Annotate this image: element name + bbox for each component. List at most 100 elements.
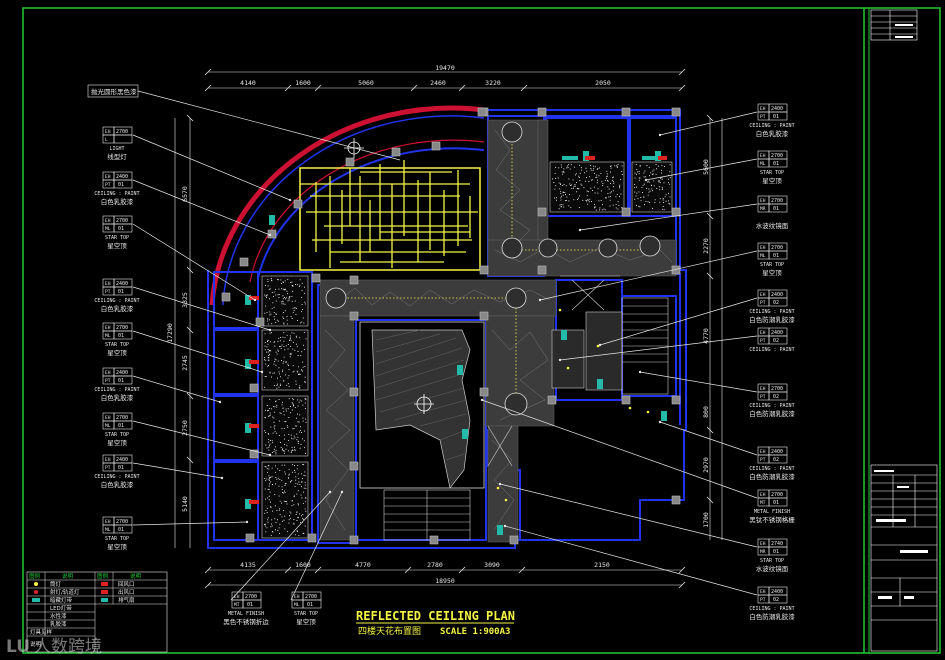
callout-cn: 黑色不锈钢折边	[223, 617, 269, 626]
plan-subtitle: 四楼天花布置图	[358, 625, 421, 637]
callout-sub: MR	[760, 206, 766, 212]
callout-code: EH	[105, 281, 111, 287]
callout-cn: 白色乳胶漆	[101, 197, 134, 206]
callout-sub: ML	[105, 226, 111, 232]
callout-cn: 白色防潮乳胶漆	[749, 612, 795, 621]
callout-cn: 白色乳胶漆	[101, 393, 134, 402]
callout-en: METAL FINISH	[228, 611, 264, 617]
callout-cn: 白色乳胶漆	[101, 480, 134, 489]
dim-left-overall: 17290	[166, 323, 174, 343]
callout-code: EH	[760, 386, 766, 392]
dim-overall-top: 19470	[435, 64, 455, 72]
callout-code: EH	[760, 449, 766, 455]
dim-label: 2460	[430, 79, 446, 87]
callout-num: 2700	[116, 129, 128, 135]
callout-cn: 黑钛不锈钢格栅	[749, 515, 795, 524]
callout-sub2: 02	[773, 300, 779, 306]
dim-left: 2745	[181, 355, 189, 371]
dimension-lines	[174, 71, 723, 586]
callout-num: 2700	[771, 198, 783, 204]
callout-sub: MT	[760, 500, 766, 506]
dim-overall-bottom: 18950	[435, 577, 455, 585]
callout-num: 2400	[771, 449, 783, 455]
callout-code: EH	[760, 541, 766, 547]
callout-code: EH	[105, 519, 111, 525]
legend-r3c2: 排气扇	[118, 596, 135, 604]
callout-num: 2700	[771, 153, 783, 159]
callout-sub2: 02	[773, 457, 779, 463]
top-note-text: 抛光圆形黑色漆	[91, 87, 137, 96]
callout-en: STAR TOP	[105, 536, 129, 542]
dim-left: 6570	[181, 186, 189, 202]
callout-en: METAL FINISH	[754, 509, 790, 515]
dim-label: 3090	[484, 561, 500, 569]
legend-note2: 说明	[30, 640, 42, 648]
callout-num: 2700	[116, 519, 128, 525]
callout-code: EH	[294, 594, 300, 600]
callout-num: 2400	[116, 174, 128, 180]
callout-sub2: 01	[247, 602, 253, 608]
callout-sub2: 01	[118, 226, 124, 232]
legend-r1c1: 筒灯	[50, 580, 62, 588]
watermark-logo: LU	[6, 637, 31, 657]
callout-sub2: 01	[118, 378, 124, 384]
callout-sub2: 01	[307, 602, 313, 608]
callout-sub: MT	[234, 602, 240, 608]
callout-sub2: 01	[118, 527, 124, 533]
legend-extra3: 乳胶漆	[50, 620, 67, 628]
dim-right: 2270	[702, 238, 710, 254]
legend-h3: 图例	[97, 572, 109, 580]
callout-cn: 线型灯	[107, 152, 127, 161]
callout-num: 2740	[771, 541, 783, 547]
dim-label: 1600	[295, 79, 311, 87]
callout-sub: ML	[760, 253, 766, 259]
dim-left: 2750	[181, 420, 189, 436]
callout-num: 2400	[771, 589, 783, 595]
watermark-text: 人数跨境	[34, 637, 103, 657]
legend-h4: 说明	[130, 572, 142, 580]
legend-note1: 灯具见样	[30, 628, 53, 636]
callout-sub2: 01	[773, 161, 779, 167]
callout-sub2: 01	[118, 465, 124, 471]
callout-num: 2400	[771, 292, 783, 298]
callout-sub: MR	[760, 549, 766, 555]
dim-label: 5060	[358, 79, 374, 87]
callout-sub: ML	[105, 423, 111, 429]
dim-right: 5600	[702, 159, 710, 175]
callout-cn: 星空顶	[762, 268, 782, 277]
callout-code: EH	[105, 174, 111, 180]
callout-num: 2700	[771, 245, 783, 251]
callout-num: 2400	[116, 457, 128, 463]
plan-scale: SCALE 1:900A3	[440, 627, 510, 637]
callout-cn: 星空顶	[107, 542, 127, 551]
callout-code: EH	[760, 245, 766, 251]
legend-h1: 图例	[29, 572, 41, 580]
callout-en: CEILING : PAINT	[94, 474, 139, 480]
legend-r3c1: 暗藏灯带	[50, 596, 73, 604]
callout-en: CEILING : PAINT	[749, 403, 794, 409]
callout-num: 2400	[116, 370, 128, 376]
callout-en: CEILING : PAINT	[94, 298, 139, 304]
callout-cn: 星空顶	[107, 438, 127, 447]
dim-right: 4770	[702, 328, 710, 344]
plan-title: REFLECTED CEILING PLAN	[356, 609, 515, 623]
callout-num: 2700	[305, 594, 317, 600]
callout-en: STAR TOP	[294, 611, 318, 617]
callout-code: EH	[105, 415, 111, 421]
callout-num: 2700	[116, 325, 128, 331]
callout-code: EH	[105, 457, 111, 463]
callout-code: EH	[760, 330, 766, 336]
